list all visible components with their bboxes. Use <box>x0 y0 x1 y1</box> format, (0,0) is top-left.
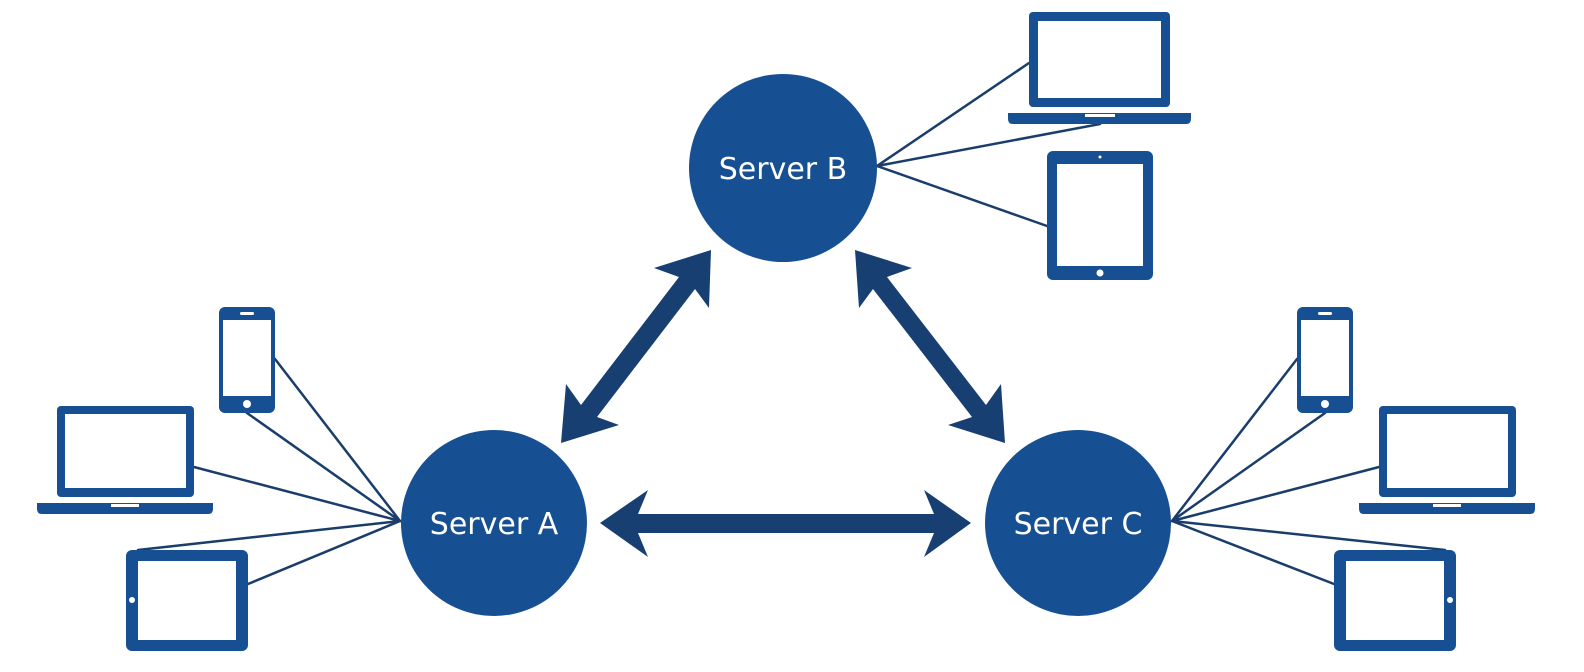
connection-line-c-laptop <box>1170 465 1381 523</box>
connection-line-c-phone <box>1170 411 1327 523</box>
laptop-icon <box>1008 12 1191 124</box>
connection-line-a-phone <box>273 357 402 523</box>
tablet-icon <box>126 550 248 651</box>
double-arrow-b-c <box>855 250 1005 443</box>
server-c-label: Server C <box>1014 507 1143 542</box>
connection-line-c-phone <box>1170 357 1299 523</box>
server-b-label: Server B <box>719 152 848 187</box>
server-b: Server B <box>689 74 877 262</box>
connection-line-b-laptop <box>875 61 1031 168</box>
server-a-node <box>401 430 587 616</box>
double-arrow-a-b <box>561 250 711 443</box>
smartphone-icon <box>1297 307 1353 413</box>
connection-line-a-laptop <box>192 465 402 523</box>
server-b-node <box>689 74 877 262</box>
connection-line-a-tablet <box>246 519 402 586</box>
server-a-label: Server A <box>430 507 559 542</box>
smartphone-icon <box>219 307 275 413</box>
server-c: Server C <box>985 430 1171 616</box>
tablet-icon <box>1047 151 1153 280</box>
server-links <box>561 250 1005 557</box>
connection-line-a-phone <box>245 411 402 523</box>
connection-line-c-tablet <box>1170 519 1336 586</box>
connection-line-c-tablet <box>1170 519 1447 552</box>
connection-line-b-tablet <box>875 164 1049 228</box>
double-arrow-a-c <box>600 490 971 557</box>
server-c-node <box>985 430 1171 616</box>
laptop-icon <box>37 406 213 514</box>
server-a: Server A <box>401 430 587 616</box>
connection-line-a-tablet <box>136 519 402 552</box>
laptop-icon <box>1359 406 1535 514</box>
tablet-icon <box>1334 550 1456 651</box>
connection-line-b-laptop <box>875 122 1102 168</box>
client-connections <box>136 61 1447 586</box>
